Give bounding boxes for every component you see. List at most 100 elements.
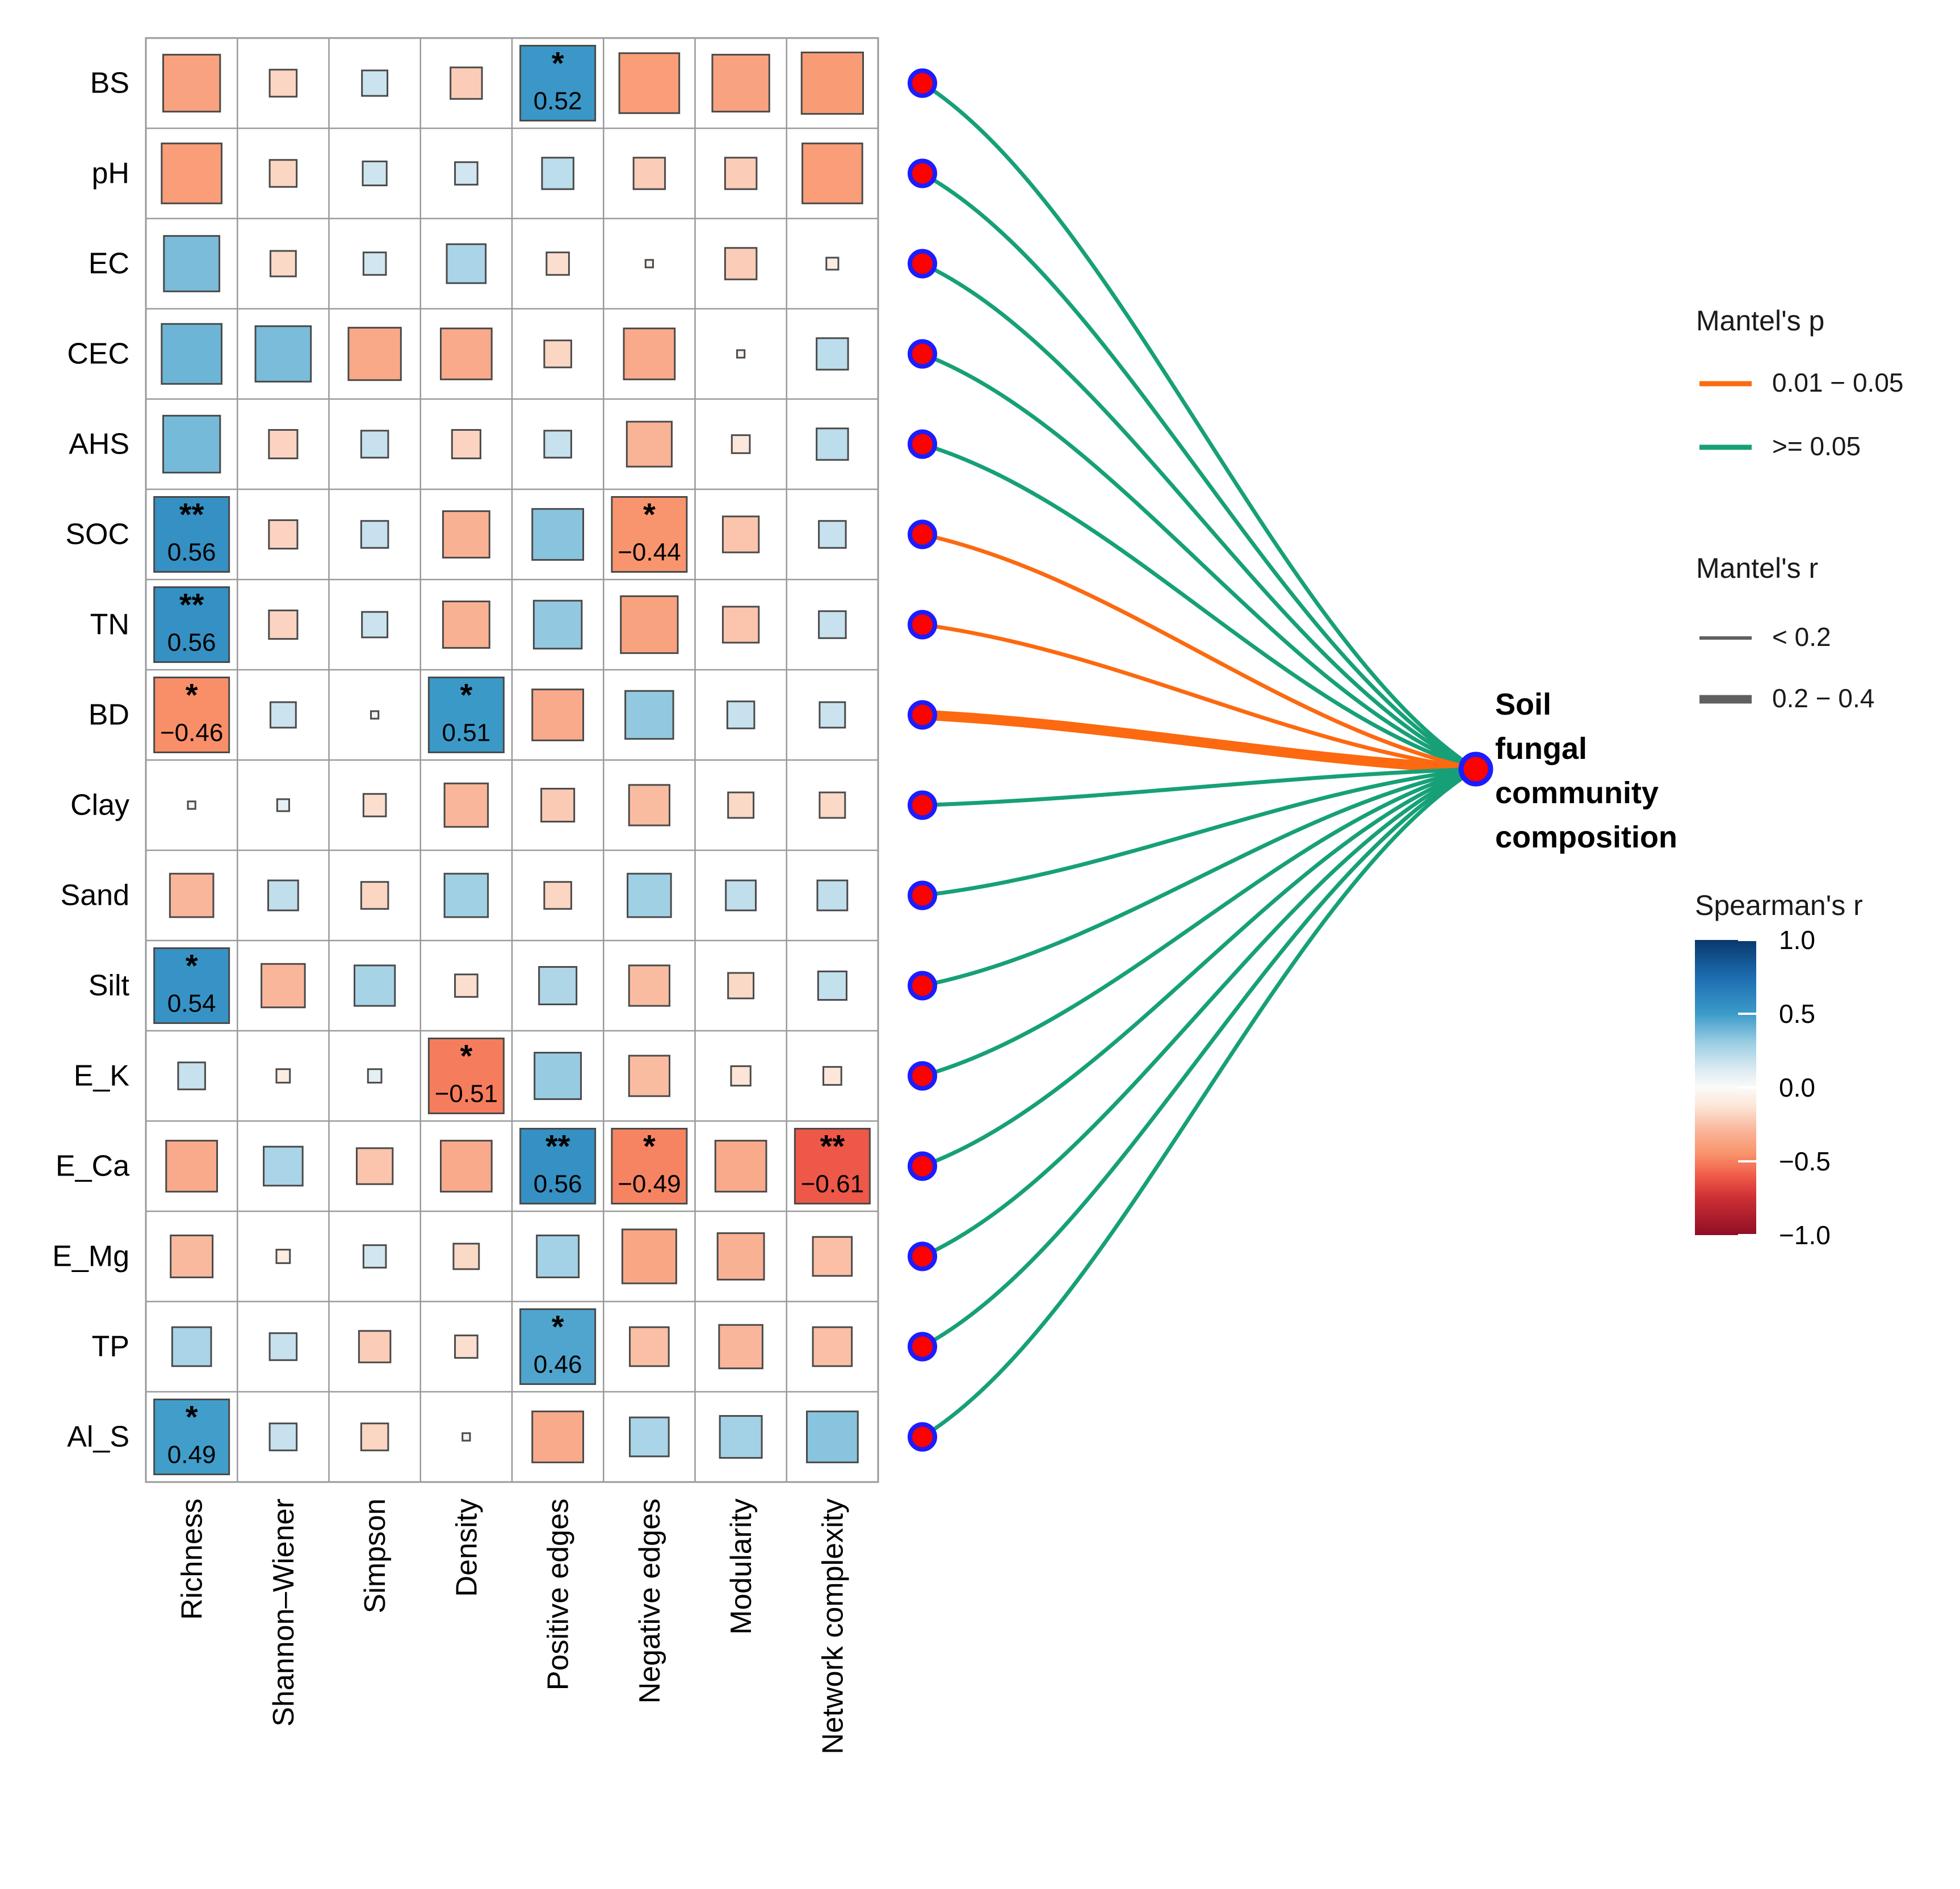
matrix-cell-EC-Negative edges <box>644 259 654 268</box>
matrix-cell-Clay-Density <box>443 782 489 828</box>
matrix-cell-Silt-Richness <box>153 947 230 1024</box>
matrix-cell-Sand-Simpson <box>360 881 389 910</box>
matrix-cell-TN-Negative edges <box>620 595 679 654</box>
matrix-cell-SOC-Richness <box>153 496 230 573</box>
matrix-cell-CEC-Richness <box>161 323 223 385</box>
row-label-E_K: E_K <box>74 1060 130 1093</box>
mantel-edge-SOC <box>920 532 1478 771</box>
variable-node-TN <box>908 610 937 640</box>
community-node-label-line: Soil <box>1495 687 1551 721</box>
matrix-cell-TP-Modularity <box>718 1324 763 1370</box>
matrix-cell-CEC-Density <box>439 328 493 380</box>
matrix-cell-Sand-Density <box>443 872 489 918</box>
matrix-cell-AHS-Negative edges <box>626 421 673 468</box>
variable-node-E_Mg <box>908 1241 937 1271</box>
mantel-edge-CEC <box>920 352 1478 771</box>
matrix-cell-Sand-Modularity <box>725 879 757 912</box>
matrix-cell-TN-Density <box>442 601 490 649</box>
cell-significance-stars: * <box>460 677 472 713</box>
cell-significance-stars: * <box>643 1128 656 1164</box>
mantel-edge-Al_S <box>920 767 1478 1439</box>
matrix-cell-Silt-Positive edges <box>538 966 578 1005</box>
cell-r-value: 0.56 <box>167 629 216 657</box>
row-label-BS: BS <box>90 67 129 100</box>
matrix-cell-BS-Simpson <box>361 69 389 97</box>
matrix-cell-pH-Network complexity <box>801 142 863 204</box>
matrix-cell-Clay-Negative edges <box>628 784 671 826</box>
mantel-edge-Clay <box>920 767 1478 807</box>
cell-significance-stars: ** <box>179 587 204 623</box>
matrix-cell-Al_S-Positive edges <box>531 1411 585 1463</box>
variable-node-TP <box>908 1332 937 1362</box>
community-node-label-line: fungal <box>1495 732 1587 766</box>
matrix-cell-EC-Network complexity <box>825 257 840 271</box>
variable-node-SOC <box>908 519 937 549</box>
matrix-cell-Al_S-Shannon–Wiener <box>268 1422 298 1451</box>
row-label-Al_S: Al_S <box>67 1421 129 1454</box>
community-node-label-line: community <box>1495 776 1659 810</box>
matrix-cell-TN-Network complexity <box>818 610 847 639</box>
matrix-cell-E_Mg-Modularity <box>716 1232 765 1281</box>
row-label-BD: BD <box>89 699 129 732</box>
matrix-cell-Sand-Richness <box>169 872 215 918</box>
matrix-cell-EC-Density <box>446 243 487 284</box>
cell-significance-stars: ** <box>179 497 204 532</box>
mantel-edge-TN <box>920 623 1478 771</box>
matrix-cell-Silt-Negative edges <box>628 964 671 1007</box>
mantel-r-legend-title: Mantel's r <box>1696 552 1819 584</box>
cell-significance-stars: * <box>643 497 656 532</box>
matrix-cell-E_Mg-Network complexity <box>812 1236 853 1277</box>
cell-r-value: 0.49 <box>167 1441 216 1469</box>
matrix-cell-E_Ca-Negative edges <box>611 1128 688 1204</box>
cell-r-value: 0.54 <box>167 990 216 1018</box>
matrix-cell-E_Ca-Shannon–Wiener <box>263 1145 304 1187</box>
matrix-cell-Sand-Shannon–Wiener <box>267 879 299 912</box>
cell-r-value: 0.46 <box>534 1351 582 1379</box>
matrix-cell-BS-Richness <box>162 53 221 113</box>
row-label-pH: pH <box>92 157 129 190</box>
row-label-E_Mg: E_Mg <box>52 1240 129 1273</box>
mantel-edge-EC <box>920 262 1478 771</box>
cell-significance-stars: * <box>460 1038 472 1074</box>
matrix-cell-TP-Shannon–Wiener <box>268 1332 298 1361</box>
matrix-cell-TN-Simpson <box>361 611 389 639</box>
matrix-cell-BS-Negative edges <box>618 52 681 114</box>
matrix-cell-TN-Positive edges <box>532 599 583 650</box>
matrix-cell-pH-Richness <box>161 142 223 204</box>
cell-r-value: −0.49 <box>618 1170 681 1198</box>
cell-significance-stars: ** <box>820 1128 845 1164</box>
matrix-cell-AHS-Network complexity <box>816 427 849 461</box>
variable-node-pH <box>908 158 937 188</box>
variable-node-Silt <box>908 971 937 1001</box>
matrix-cell-AHS-Richness <box>162 414 221 474</box>
row-label-TP: TP <box>92 1330 129 1363</box>
matrix-cell-AHS-Shannon–Wiener <box>268 429 299 460</box>
matrix-cell-BD-Modularity <box>726 700 756 729</box>
matrix-cell-TN-Modularity <box>721 606 760 644</box>
matrix-cell-TP-Positive edges <box>519 1308 597 1385</box>
matrix-cell-Clay-Network complexity <box>819 791 846 819</box>
matrix-cell-BS-Shannon–Wiener <box>268 69 298 98</box>
matrix-cell-BD-Network complexity <box>819 701 846 729</box>
cell-r-value: −0.46 <box>160 719 223 747</box>
matrix-cell-TN-Richness <box>153 586 230 663</box>
matrix-cell-SOC-Shannon–Wiener <box>268 519 299 550</box>
mantel-r-item-2-label: 0.2 − 0.4 <box>1772 683 1875 713</box>
col-label-Density: Density <box>450 1498 483 1597</box>
matrix-cell-Silt-Simpson <box>353 964 396 1007</box>
matrix-cell-pH-Density <box>454 161 479 186</box>
matrix-cell-Clay-Positive edges <box>540 787 576 823</box>
matrix-cell-Clay-Shannon–Wiener <box>276 798 290 812</box>
matrix-cell-EC-Simpson <box>362 251 387 276</box>
variable-node-AHS <box>908 429 937 459</box>
variable-node-E_Ca <box>908 1151 937 1181</box>
matrix-cell-Silt-Density <box>454 973 479 998</box>
mantel-edge-AHS <box>920 442 1478 771</box>
matrix-cell-Al_S-Richness <box>153 1399 230 1475</box>
matrix-cell-CEC-Positive edges <box>543 339 572 368</box>
variable-node-CEC <box>908 339 937 369</box>
matrix-cell-E_Mg-Shannon–Wiener <box>275 1249 291 1264</box>
variable-node-Al_S <box>908 1422 937 1452</box>
matrix-cell-pH-Modularity <box>724 157 758 190</box>
